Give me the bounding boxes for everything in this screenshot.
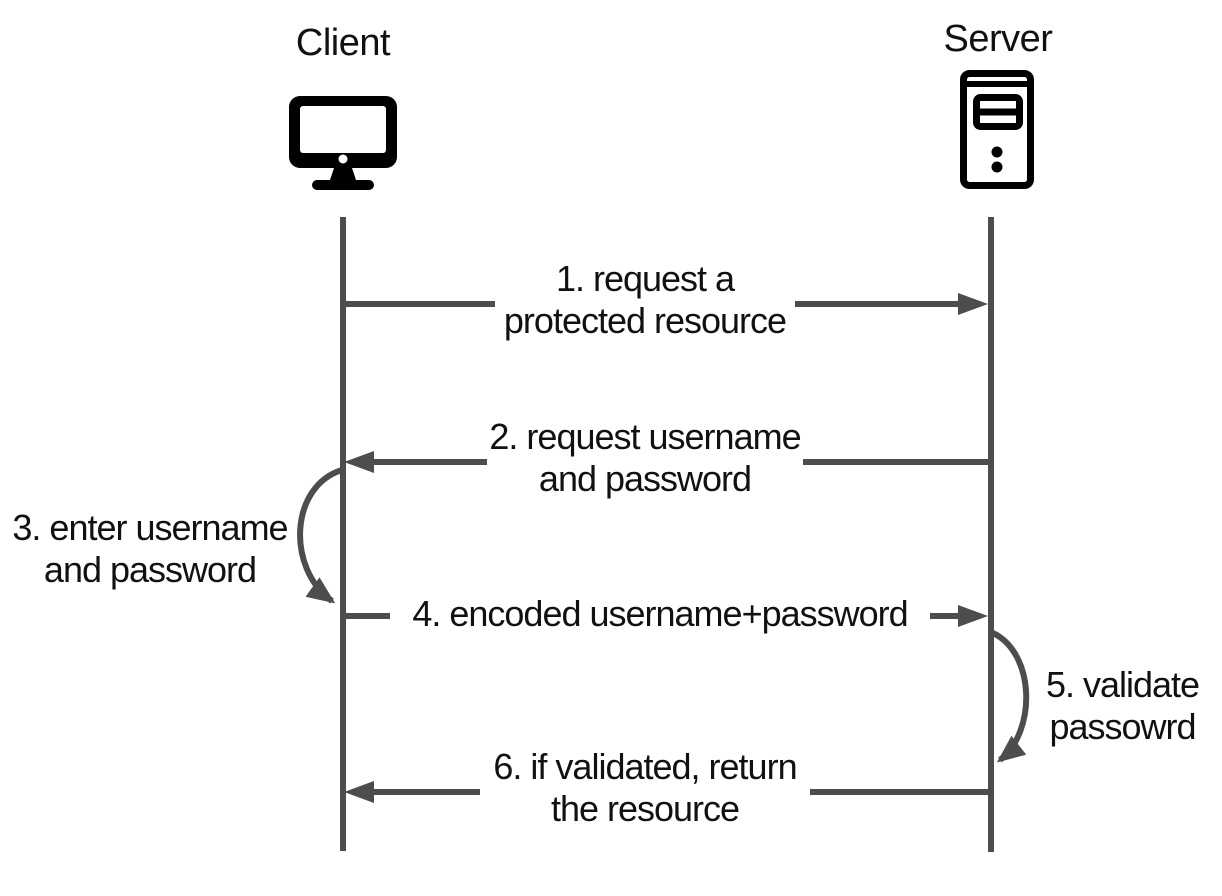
message-4-arrowhead-icon bbox=[958, 605, 988, 627]
server-self-loop-arc bbox=[991, 630, 1030, 763]
actor-label-server: Server bbox=[943, 18, 1053, 60]
message-5-label-line2: passowrd bbox=[1049, 706, 1196, 747]
message-1-label: 1. request a protected resource bbox=[495, 258, 795, 342]
message-5-label: 5. validate passowrd bbox=[1023, 664, 1222, 748]
message-2-arrowhead-icon bbox=[344, 451, 374, 473]
message-6-label-line1: 6. if validated, return bbox=[493, 746, 797, 787]
server-tower-icon bbox=[958, 68, 1036, 190]
message-5-label-line1: 5. validate bbox=[1045, 664, 1200, 705]
message-3-label-line2: and password bbox=[43, 549, 257, 590]
lifeline-client bbox=[340, 217, 346, 851]
message-6-arrowhead-icon bbox=[344, 781, 374, 803]
client-self-loop-arc bbox=[297, 467, 344, 604]
message-2-label-line2: and password bbox=[538, 458, 752, 499]
message-6-label-line2: the resource bbox=[550, 788, 740, 829]
message-1-arrowhead-icon bbox=[958, 293, 988, 315]
message-6-label: 6. if validated, return the resource bbox=[480, 746, 810, 830]
monitor-icon bbox=[288, 95, 398, 192]
message-4-label-line1: 4. encoded username+password bbox=[412, 593, 908, 634]
message-1-label-line1: 1. request a bbox=[555, 258, 735, 299]
message-1-label-line2: protected resource bbox=[503, 300, 787, 341]
message-3-label-line1: 3. enter username bbox=[12, 507, 288, 548]
message-2-label: 2. request username and password bbox=[487, 416, 803, 500]
message-4-label: 4. encoded username+password bbox=[390, 593, 930, 635]
message-3-label: 3. enter username and password bbox=[0, 507, 300, 591]
actor-label-client: Client bbox=[295, 22, 391, 64]
message-2-label-line1: 2. request username bbox=[489, 416, 801, 457]
lifeline-server bbox=[988, 217, 994, 852]
